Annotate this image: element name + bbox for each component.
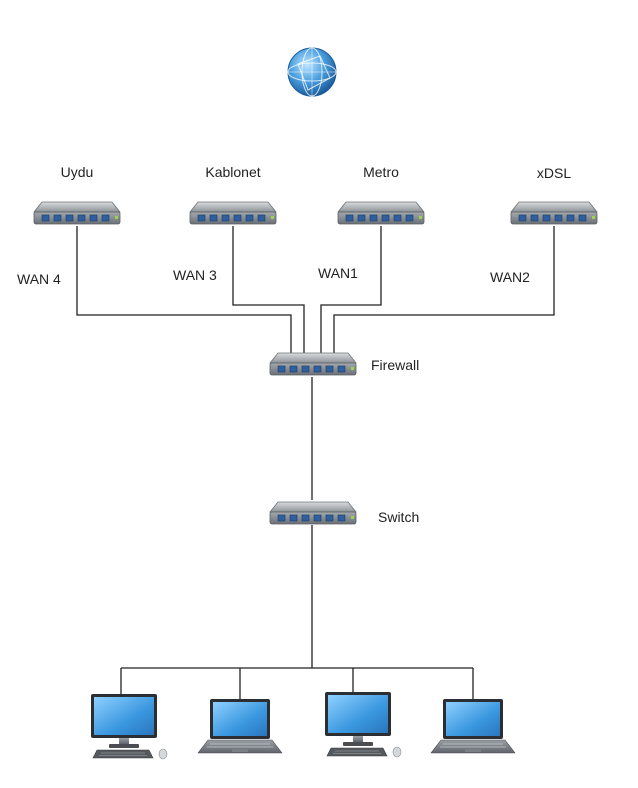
router-xdsl bbox=[510, 201, 598, 225]
router-uydu bbox=[33, 201, 121, 225]
desktop-computer-icon bbox=[324, 691, 402, 758]
link-xdsl bbox=[333, 226, 555, 353]
link-kablonet bbox=[232, 226, 305, 353]
link-uydu bbox=[76, 226, 292, 353]
router-kablonet bbox=[189, 201, 277, 225]
globe-icon bbox=[287, 47, 337, 97]
wan-label-4: WAN 4 bbox=[17, 271, 61, 287]
wan-label-2: WAN2 bbox=[490, 269, 530, 285]
wan-label-3: WAN 3 bbox=[173, 267, 217, 283]
wan-label-1: WAN1 bbox=[318, 265, 358, 281]
desktop-computer-icon bbox=[90, 693, 168, 760]
isp-label-kablonet: Kablonet bbox=[205, 164, 261, 180]
connection-lines bbox=[76, 226, 555, 699]
laptop-icon bbox=[430, 698, 516, 754]
isp-label-uydu: Uydu bbox=[60, 164, 94, 180]
isp-label-metro: Metro bbox=[363, 164, 399, 180]
switch-label: Switch bbox=[378, 509, 420, 525]
link-metro bbox=[320, 226, 382, 353]
switch-device bbox=[269, 501, 357, 525]
isp-label-xdsl: xDSL bbox=[536, 165, 572, 181]
laptop-icon bbox=[197, 698, 283, 754]
router-metro bbox=[337, 201, 425, 225]
firewall-label: Firewall bbox=[371, 357, 420, 373]
firewall-device bbox=[269, 352, 357, 376]
